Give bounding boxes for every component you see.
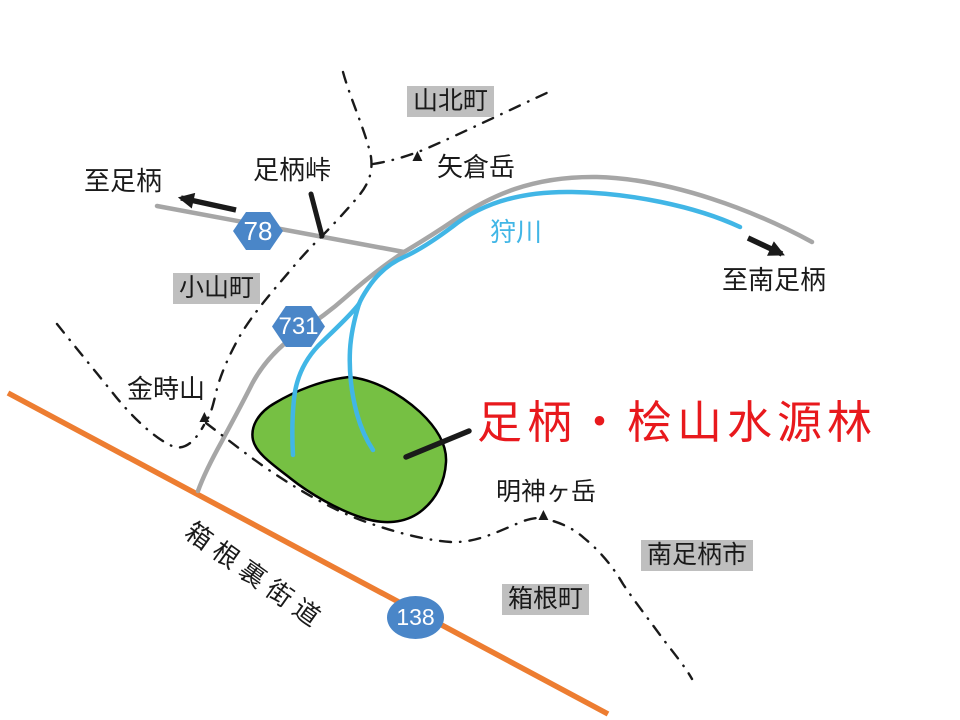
arrow-to-minamiashigara-icon bbox=[746, 235, 785, 257]
main-road bbox=[195, 174, 815, 494]
karigawa-river bbox=[356, 189, 743, 307]
karigawa-river-east-branch bbox=[347, 301, 376, 453]
label-yagura-dake: 矢倉岳 bbox=[437, 152, 516, 182]
hakone-ura-kaido-road bbox=[6, 390, 610, 717]
label-karigawa-river: 狩川 bbox=[490, 217, 543, 247]
boundary-south bbox=[204, 421, 694, 681]
forest-area bbox=[251, 375, 448, 524]
label-myojin-ga-take: 明神ヶ岳 bbox=[496, 478, 597, 506]
label-to-minamiashigara: 至南足柄 bbox=[722, 265, 827, 295]
label-hakone-town: 箱根町 bbox=[502, 584, 590, 615]
boundary-west bbox=[55, 322, 206, 449]
mountain-peak-icon-yagura: ▲ bbox=[409, 146, 426, 165]
ashigara-pass-pointer-line bbox=[308, 191, 325, 239]
label-kintoki-yama: 金時山 bbox=[127, 374, 206, 404]
karigawa-river-west-branch bbox=[290, 301, 362, 458]
mountain-peak-icon-kintoki: ▲ bbox=[196, 407, 213, 426]
label-yamakita-town: 山北町 bbox=[407, 86, 495, 117]
arrow-to-ashigara-icon bbox=[177, 192, 237, 213]
label-minamiashigara-city: 南足柄市 bbox=[641, 540, 754, 571]
mountain-peak-icon-myojin: ▲ bbox=[535, 505, 552, 524]
route-badge-138: 138 bbox=[387, 596, 444, 639]
map-title: 足柄・桧山水源林 bbox=[477, 397, 878, 448]
label-ashigara-pass: 足柄峠 bbox=[253, 155, 332, 185]
boundary-northeast bbox=[371, 89, 553, 166]
label-to-ashigara: 至足柄 bbox=[84, 166, 163, 196]
boundary-north bbox=[204, 70, 373, 423]
forest-title-leader-line bbox=[403, 428, 472, 460]
label-oyama-town: 小山町 bbox=[173, 273, 261, 304]
